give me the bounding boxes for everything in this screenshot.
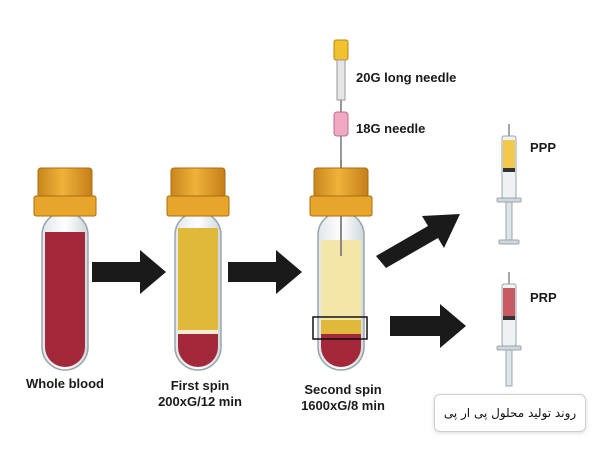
arrow-to-ppp [376,214,460,268]
tube-second-spin [309,160,373,371]
arrow-1 [92,250,166,294]
label-ppp: PPP [530,140,557,155]
tube-whole-blood [33,167,97,371]
syringe-prp [496,272,522,387]
label-first-spin: First spin 200xG/12 min [140,378,260,410]
arrow-2 [228,250,302,294]
label-second-spin-params: 1600xG/8 min [301,398,385,413]
tube-first-spin [166,167,230,371]
caption-box: روند تولید محلول پی ار پی [434,394,586,432]
arrow-to-prp [390,304,466,348]
buffy-coat-highlight [312,316,368,340]
label-prp: PRP [530,290,557,305]
label-first-spin-title: First spin [170,378,230,393]
label-second-spin-title: Second spin [304,382,382,397]
label-18g-needle: 18G needle [356,121,426,136]
label-whole-blood: Whole blood [26,376,104,391]
syringe-ppp [496,124,522,245]
needle-assembly [333,39,349,160]
label-second-spin: Second spin 1600xG/8 min [283,382,403,414]
caption-text: روند تولید محلول پی ار پی [443,406,577,420]
label-first-spin-params: 200xG/12 min [158,394,242,409]
label-long-needle: 20G long needle [356,70,457,85]
